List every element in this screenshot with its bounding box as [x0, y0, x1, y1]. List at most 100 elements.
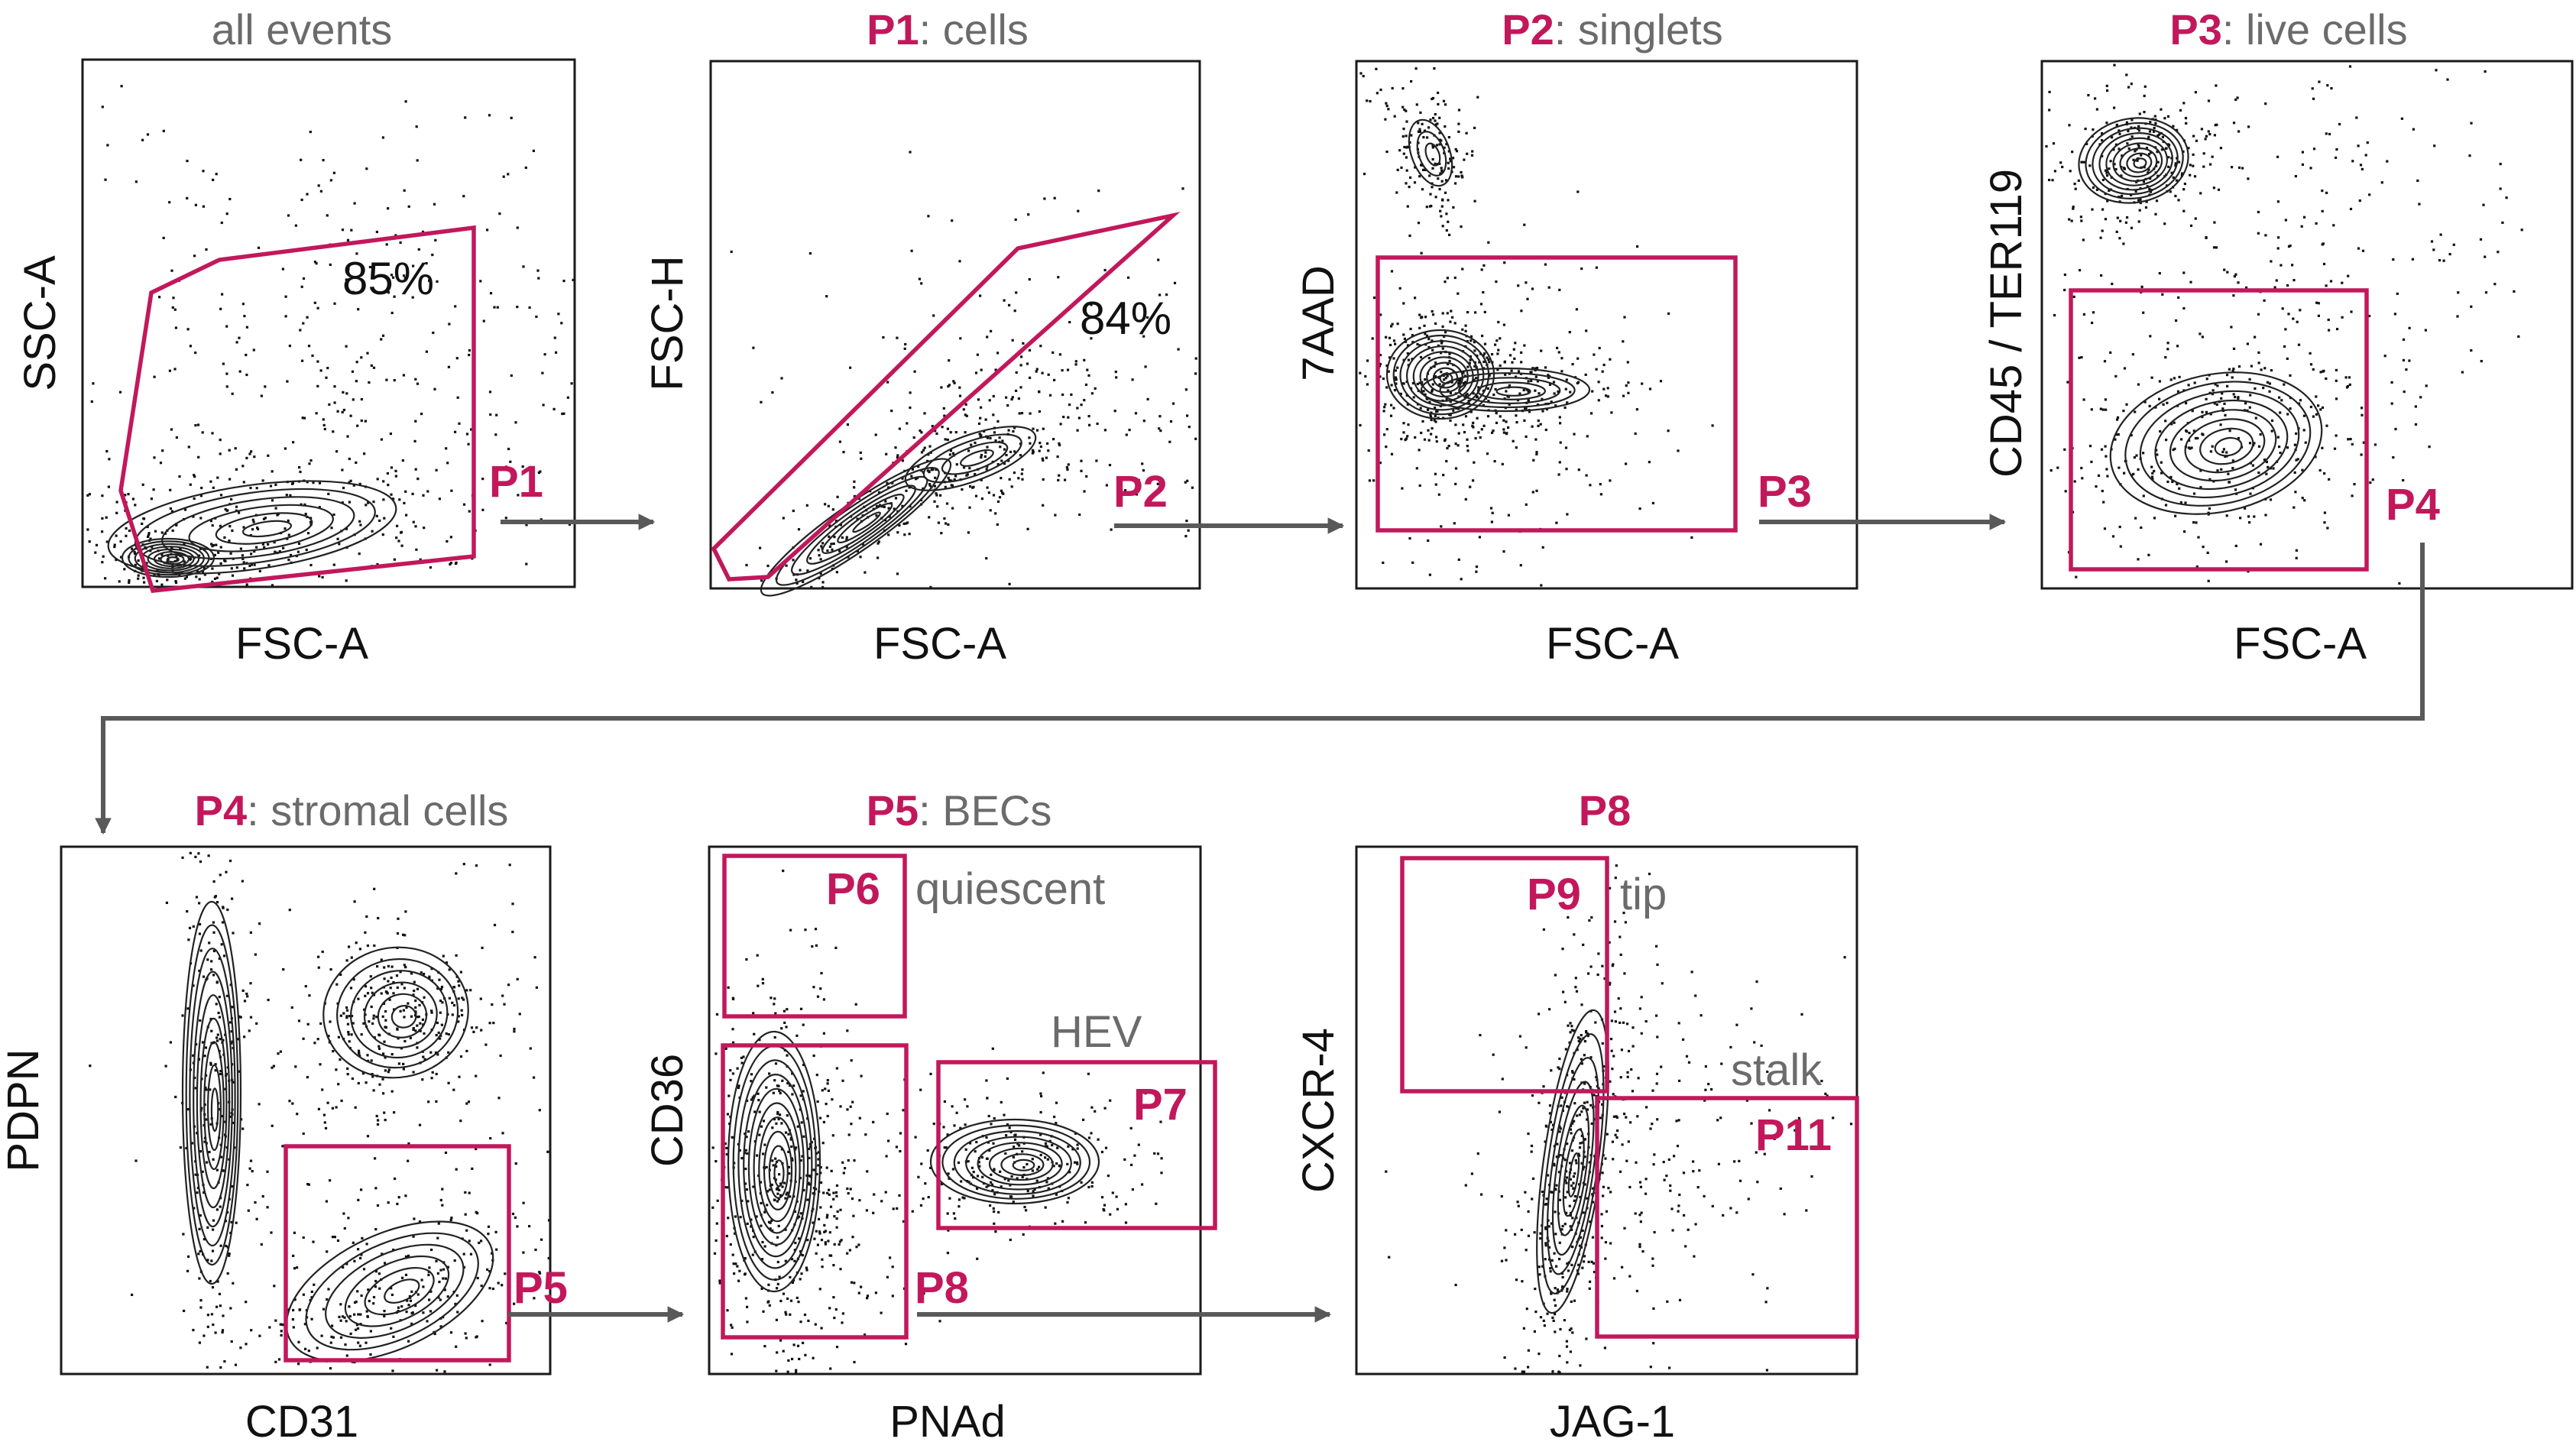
scatter-dot — [306, 1076, 309, 1079]
scatter-dot — [2192, 429, 2195, 433]
scatter-dot — [821, 581, 825, 584]
scatter-dot — [475, 1147, 478, 1151]
scatter-dot — [1095, 459, 1098, 462]
scatter-dot — [2090, 460, 2093, 463]
scatter-dot — [1447, 445, 1450, 448]
scatter-dot — [1444, 191, 1447, 194]
panel-title: P8 — [1579, 786, 1631, 834]
scatter-dot — [1402, 333, 1405, 336]
scatter-dot — [1476, 416, 1479, 420]
scatter-dot — [2209, 163, 2212, 166]
scatter-dot — [1446, 362, 1450, 366]
scatter-dot — [1849, 1123, 1853, 1126]
scatter-dot — [1003, 448, 1006, 451]
scatter-dot — [2225, 451, 2228, 454]
scatter-dot — [2156, 151, 2159, 154]
scatter-dot — [369, 1353, 372, 1356]
scatter-dot — [211, 567, 214, 570]
scatter-dot — [149, 537, 152, 540]
scatter-dot — [2390, 381, 2393, 384]
scatter-dot — [1078, 513, 1081, 517]
scatter-dot — [1559, 422, 1562, 425]
scatter-dot — [183, 542, 186, 546]
scatter-dot — [1474, 311, 1477, 314]
panel-title: P2: singlets — [1502, 5, 1723, 53]
scatter-dot — [495, 413, 498, 416]
scatter-dot — [1585, 329, 1588, 332]
scatter-dot — [287, 214, 290, 217]
scatter-dot — [1043, 197, 1046, 200]
scatter-dot — [1434, 375, 1437, 378]
scatter-dot — [1586, 1100, 1589, 1103]
scatter-dot — [2326, 84, 2329, 87]
scatter-dot — [1620, 1048, 1623, 1052]
scatter-dot — [2187, 384, 2190, 387]
scatter-dot — [1026, 362, 1029, 365]
scatter-dot — [396, 274, 399, 277]
scatter-dot — [1595, 368, 1598, 371]
scatter-dot — [2276, 155, 2280, 158]
scatter-dot — [948, 359, 951, 362]
scatter-dot — [372, 1089, 375, 1092]
scatter-dot — [1578, 1183, 1581, 1186]
scatter-dot — [1471, 150, 1474, 153]
scatter-dot — [985, 1136, 988, 1139]
scatter-dot — [1530, 1150, 1533, 1153]
scatter-dot — [801, 1254, 805, 1257]
scatter-dot — [760, 1258, 764, 1261]
scatter-dot — [2061, 165, 2064, 169]
scatter-dot — [1449, 391, 1452, 395]
scatter-dot — [1553, 1298, 1556, 1301]
scatter-dot — [309, 520, 313, 523]
scatter-dot — [217, 551, 220, 554]
scatter-dot — [819, 572, 822, 575]
scatter-dot — [831, 548, 834, 551]
scatter-dot — [229, 552, 232, 555]
scatter-dot — [777, 1084, 780, 1087]
scatter-dot — [2201, 433, 2204, 436]
scatter-dot — [1547, 1174, 1550, 1177]
scatter-dot — [1417, 141, 1420, 144]
scatter-dot — [2192, 164, 2195, 167]
scatter-dot — [1462, 423, 1465, 426]
scatter-dot — [2408, 326, 2411, 329]
scatter-dot — [1441, 312, 1444, 315]
scatter-dot — [480, 1239, 483, 1243]
scatter-dot — [1555, 521, 1558, 524]
scatter-dot — [2164, 356, 2167, 359]
scatter-dot — [214, 895, 217, 898]
scatter-dot — [1032, 1194, 1035, 1197]
scatter-dot — [1434, 407, 1437, 410]
scatter-dot — [2182, 209, 2186, 212]
scatter-dot — [2279, 411, 2282, 414]
scatter-dot — [2215, 84, 2218, 87]
scatter-dot — [210, 1313, 213, 1316]
scatter-dot — [335, 1068, 338, 1071]
scatter-dot — [309, 131, 312, 134]
density-contour — [743, 1073, 809, 1258]
scatter-dot — [1140, 332, 1143, 335]
scatter-dot — [846, 423, 849, 426]
scatter-dot — [1593, 1270, 1596, 1274]
scatter-dot — [1090, 1181, 1094, 1184]
scatter-dot — [535, 315, 538, 319]
scatter-dot — [824, 503, 827, 506]
scatter-dot — [1454, 423, 1457, 426]
scatter-dot — [1549, 1267, 1552, 1270]
scatter-dot — [1580, 267, 1583, 271]
scatter-dot — [243, 1035, 246, 1039]
scatter-dot — [250, 1329, 253, 1332]
scatter-dot — [448, 996, 451, 1000]
scatter-dot — [795, 1034, 799, 1037]
scatter-dot — [2234, 98, 2237, 102]
density-contour — [188, 504, 334, 552]
scatter-dot — [782, 1350, 785, 1353]
scatter-dot — [2211, 389, 2215, 392]
scatter-dot — [337, 1035, 340, 1039]
scatter-dot — [1470, 154, 1474, 157]
scatter-dot — [726, 1113, 729, 1116]
scatter-dot — [1698, 1169, 1701, 1172]
panel-title: P3: live cells — [2169, 5, 2407, 53]
scatter-dot — [1527, 380, 1530, 383]
scatter-dot — [899, 1132, 902, 1135]
